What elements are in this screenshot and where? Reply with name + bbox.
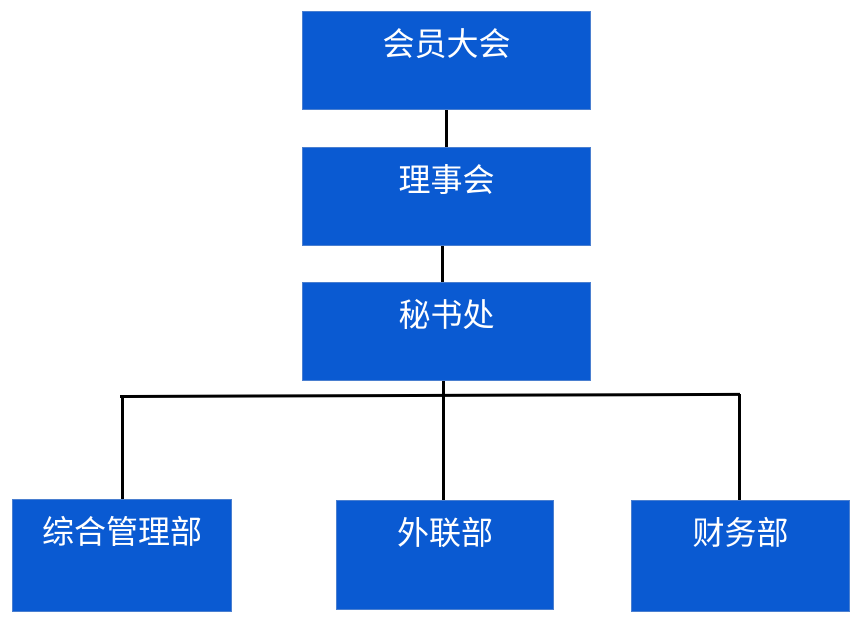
org-node-label: 理事会: [398, 161, 495, 199]
connector-council-secretariat: [441, 246, 444, 282]
org-node-label: 综合管理部: [41, 513, 202, 551]
connector-secretariat-bus: [442, 381, 445, 397]
org-node-secretariat: 秘书处: [302, 282, 591, 381]
org-node-label: 外联部: [396, 514, 493, 552]
org-node-label: 会员大会: [382, 25, 511, 63]
org-node-assembly: 会员大会: [302, 11, 591, 110]
org-node-finance-dept: 财务部: [631, 500, 850, 612]
connector-bus-liaison: [442, 396, 445, 500]
connector-bus-admin: [121, 397, 124, 499]
connector-department-bus: [119, 392, 741, 398]
org-node-council: 理事会: [302, 147, 591, 246]
org-node-label: 财务部: [692, 514, 789, 552]
connector-assembly-council: [445, 110, 448, 147]
org-node-general-admin-dept: 综合管理部: [12, 499, 232, 612]
org-node-liaison-dept: 外联部: [336, 500, 554, 610]
connector-bus-finance: [738, 394, 741, 500]
org-node-label: 秘书处: [398, 296, 495, 334]
